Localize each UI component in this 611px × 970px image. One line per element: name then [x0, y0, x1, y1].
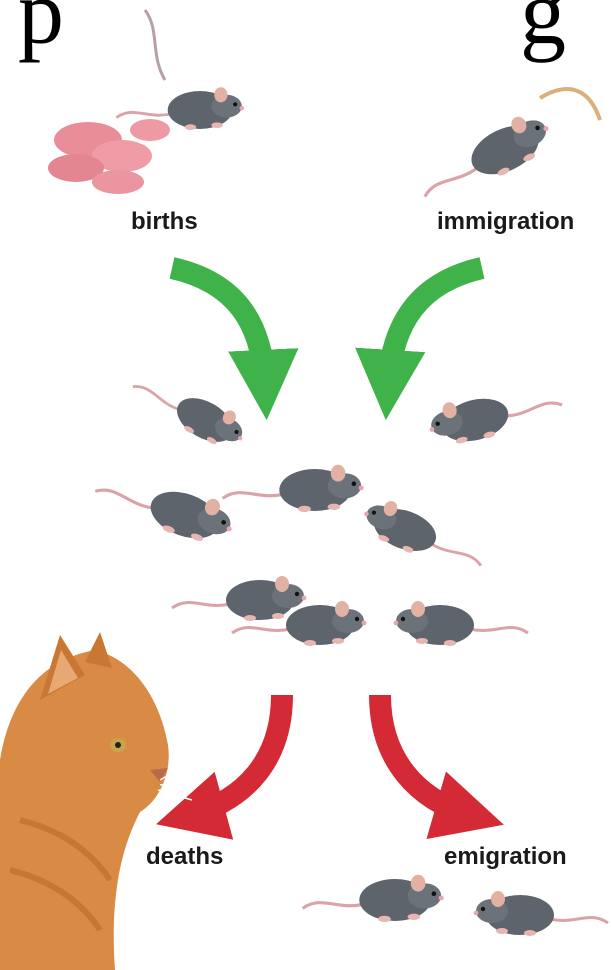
- immigration-label: immigration: [437, 208, 574, 236]
- population-mouse-icon: [127, 362, 252, 458]
- population-mouse-icon: [223, 465, 364, 512]
- births-illustration: [48, 10, 244, 194]
- population-cluster: [91, 362, 566, 646]
- immigration-arrow: [388, 268, 482, 385]
- population-mouse-icon: [172, 576, 306, 621]
- emigrating-mouse-icon: [474, 891, 608, 936]
- population-mouse-icon: [91, 460, 240, 553]
- births-arrow: [172, 268, 265, 385]
- newborn-mice-icon: [48, 119, 170, 194]
- immigrating-mouse-icon: [411, 107, 559, 209]
- population-mouse-icon: [394, 601, 528, 646]
- population-mouse-icon: [424, 374, 565, 452]
- emigration-label: emigration: [444, 843, 567, 871]
- deaths-arrow: [190, 695, 282, 815]
- tail-icon: [540, 89, 600, 120]
- births-label: births: [131, 208, 198, 236]
- deaths-label: deaths: [146, 843, 223, 871]
- emigration-arrow: [380, 695, 470, 815]
- cat-icon: [0, 632, 198, 970]
- population-mouse-icon: [357, 493, 492, 577]
- tail-icon: [145, 10, 165, 80]
- emigrating-mouse-icon: [303, 875, 444, 922]
